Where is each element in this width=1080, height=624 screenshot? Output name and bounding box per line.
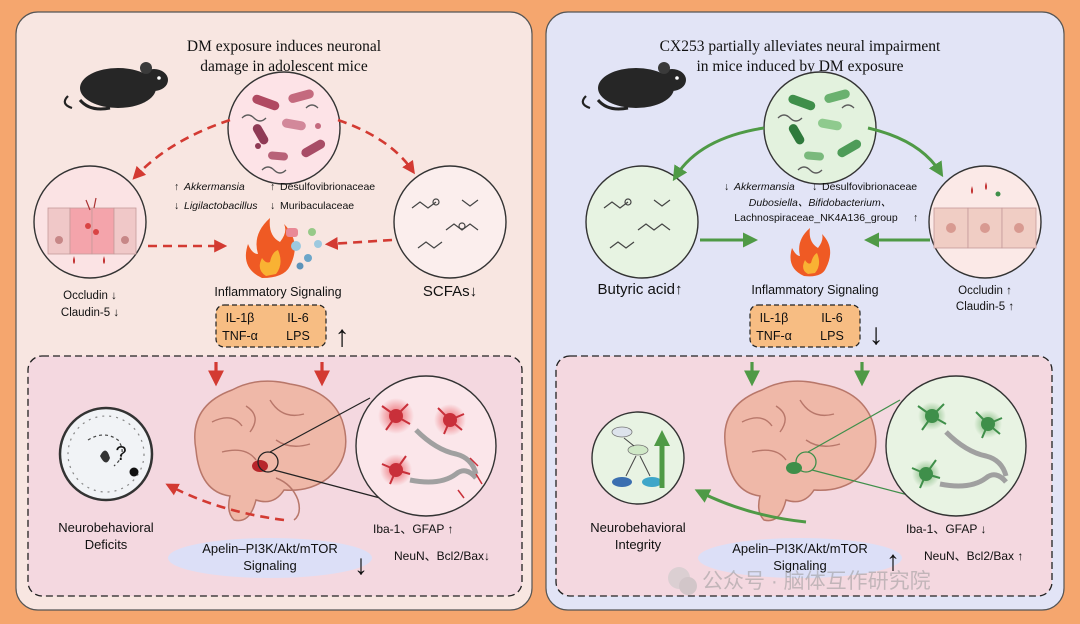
right-intestinal-barrier-circle (928, 165, 1042, 279)
svg-text:↓: ↓ (812, 181, 817, 193)
svg-text:IL-1β: IL-1β (760, 311, 789, 325)
svg-text:IL-6: IL-6 (287, 311, 309, 325)
left-occludin-label: Occludin ↓ (63, 290, 117, 302)
right-cytokine-arrow: ↓ (869, 318, 884, 351)
left-hippocampus-zoom-ring (257, 451, 279, 473)
right-pathway-line2: Signaling (773, 558, 827, 573)
left-maze-icon: ? (58, 406, 154, 502)
left-cytokine-arrow: ↑ (335, 320, 350, 353)
left-title-line1: DM exposure induces neuronal (187, 38, 381, 55)
left-brain-icon (194, 380, 347, 522)
scfa-molecules-circle (393, 165, 507, 279)
right-glia-label: Iba-1、GFAP ↓ (906, 522, 986, 536)
right-pathway-line1: Apelin–PI3K/Akt/mTOR (732, 541, 868, 556)
right-green-arrows-down (744, 362, 870, 387)
butyric-acid-circle (585, 165, 699, 279)
right-hippocampus-zoom-ring (795, 451, 817, 473)
svg-text:TNF-α: TNF-α (222, 329, 258, 343)
left-title-line2: damage in adolescent mice (200, 58, 368, 75)
svg-text:Dubosiella、Bifidobacterium、: Dubosiella、Bifidobacterium、 (749, 197, 891, 209)
right-green-arrow-outcome (694, 489, 807, 524)
svg-text:↓: ↓ (174, 200, 179, 212)
left-microglia-circle (355, 375, 497, 517)
maze-question-mark: ? (115, 443, 126, 465)
svg-text:Desulfovibrionaceae: Desulfovibrionaceae (822, 181, 917, 193)
left-cytokine-box: IL-1β IL-6 TNF-α LPS (215, 304, 327, 348)
left-outcome-line2: Deficits (85, 537, 128, 552)
watermark: 公众号 · 脑体互作研究院 (668, 567, 931, 595)
svg-text:Akkermansia: Akkermansia (733, 181, 795, 193)
svg-text:LPS: LPS (286, 329, 310, 343)
right-mouse-icon (581, 62, 686, 111)
left-claudin-label: Claudin-5 ↓ (61, 307, 119, 319)
gut-microbiota-circle (227, 71, 341, 185)
left-pathway-arrow: ↓ (354, 549, 368, 580)
right-claudin-label: Claudin-5 ↑ (956, 301, 1014, 313)
left-scfa-label: SCFAs↓ (423, 283, 477, 300)
right-occludin-label: Occludin ↑ (958, 285, 1012, 297)
right-inflammation-fire-icon (790, 228, 831, 277)
left-red-arrow-outcome (165, 483, 285, 522)
svg-text:公众号 · 脑体互作研究院: 公众号 · 脑体互作研究院 (702, 570, 931, 593)
right-outcome-line2: Integrity (615, 537, 662, 552)
right-outcome-line1: Neurobehavioral (590, 520, 686, 535)
right-bacteria-list: ↓ Akkermansia ↓ Desulfovibrionaceae Dubo… (724, 181, 918, 224)
left-red-arrows-down (208, 362, 330, 387)
svg-text:Muribaculaceae: Muribaculaceae (280, 200, 354, 212)
right-title-line1: CX253 partially alleviates neural impair… (660, 38, 941, 55)
left-red-arrows-top (132, 118, 415, 253)
svg-text:TNF-α: TNF-α (756, 329, 792, 343)
intestinal-barrier-circle (33, 165, 147, 279)
right-pathway-arrow: ↑ (886, 545, 900, 576)
right-cytokine-box: IL-1β IL-6 TNF-α LPS (749, 304, 861, 348)
svg-text:Lachnospiraceae_NK4A136_group: Lachnospiraceae_NK4A136_group (734, 212, 898, 224)
right-pathway-ellipse (698, 538, 902, 578)
svg-text:Akkermansia: Akkermansia (183, 181, 245, 193)
svg-text:↓: ↓ (270, 200, 275, 212)
svg-text:Ligilactobacillus: Ligilactobacillus (184, 200, 258, 212)
left-pathway-ellipse (168, 538, 372, 578)
svg-text:Desulfovibrionaceae: Desulfovibrionaceae (280, 181, 375, 193)
svg-text:IL-6: IL-6 (821, 311, 843, 325)
right-microglia-circle (885, 375, 1027, 517)
left-bacteria-list: ↑ Akkermansia ↑ Desulfovibrionaceae ↓ Li… (174, 181, 375, 212)
svg-text:↑: ↑ (913, 212, 918, 224)
svg-text:↑: ↑ (174, 181, 179, 193)
left-pathway-line1: Apelin–PI3K/Akt/mTOR (202, 541, 338, 556)
mouse-icon (63, 62, 168, 111)
right-green-arrows-top (672, 126, 944, 248)
right-neuron-label: NeuN、Bcl2/Bax ↑ (924, 549, 1023, 563)
left-glia-label: Iba-1、GFAP ↑ (373, 522, 453, 536)
svg-text:↓: ↓ (724, 181, 729, 193)
left-outcome-line1: Neurobehavioral (58, 520, 154, 535)
right-signaling-flow-icon (591, 411, 685, 505)
butyric-acid-label: Butyric acid↑ (597, 281, 682, 298)
left-neuron-label: NeuN、Bcl2/Bax↓ (394, 549, 490, 563)
svg-text:LPS: LPS (820, 329, 844, 343)
svg-text:↑: ↑ (270, 181, 275, 193)
right-gut-microbiota-circle (763, 71, 877, 185)
svg-text:IL-1β: IL-1β (226, 311, 255, 325)
left-inflammation-label: Inflammatory Signaling (214, 285, 341, 299)
inflammation-fire-icon (245, 218, 322, 278)
right-brain-icon (724, 380, 877, 522)
right-title-line2: in mice induced by DM exposure (696, 58, 903, 75)
right-inflammation-label: Inflammatory Signaling (751, 283, 878, 297)
left-pathway-line2: Signaling (243, 558, 297, 573)
